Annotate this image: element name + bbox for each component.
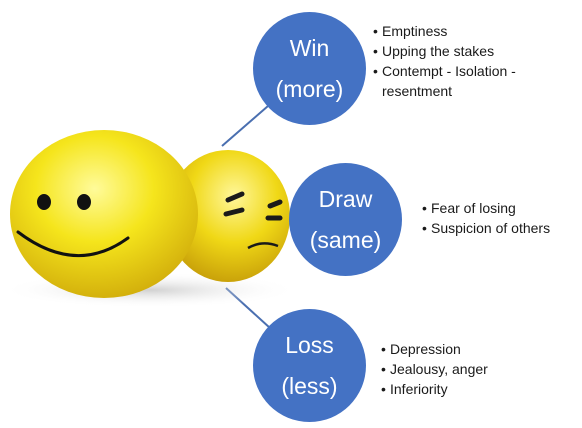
win-bullet-list: Emptiness Upping the stakes Contempt - I… xyxy=(373,21,578,101)
list-item: Suspicion of others xyxy=(422,218,582,238)
smile-face xyxy=(10,130,198,298)
list-item: Inferiority xyxy=(381,379,571,399)
node-win-sublabel: (more) xyxy=(275,75,344,102)
node-loss: Loss (less) xyxy=(253,309,366,422)
node-loss-label: Loss xyxy=(285,331,334,358)
list-item: Emptiness xyxy=(373,21,578,41)
node-draw: Draw (same) xyxy=(289,163,402,276)
connector-win xyxy=(221,105,269,147)
list-item: Contempt - Isolation - resentment xyxy=(373,61,578,101)
list-item: Fear of losing xyxy=(422,198,582,218)
loss-bullet-list: Depression Jealousy, anger Inferiority xyxy=(381,339,571,399)
draw-bullet-list: Fear of losing Suspicion of others xyxy=(422,198,582,238)
node-loss-sublabel: (less) xyxy=(281,372,338,399)
list-item: Depression xyxy=(381,339,571,359)
node-draw-sublabel: (same) xyxy=(309,226,382,253)
list-item: Jealousy, anger xyxy=(381,359,571,379)
node-win-label: Win xyxy=(289,34,330,61)
node-win: Win (more) xyxy=(253,12,366,125)
smiley-faces-icon xyxy=(0,130,300,308)
node-draw-label: Draw xyxy=(318,185,373,212)
frown-face xyxy=(166,150,290,282)
list-item: Upping the stakes xyxy=(373,41,578,61)
